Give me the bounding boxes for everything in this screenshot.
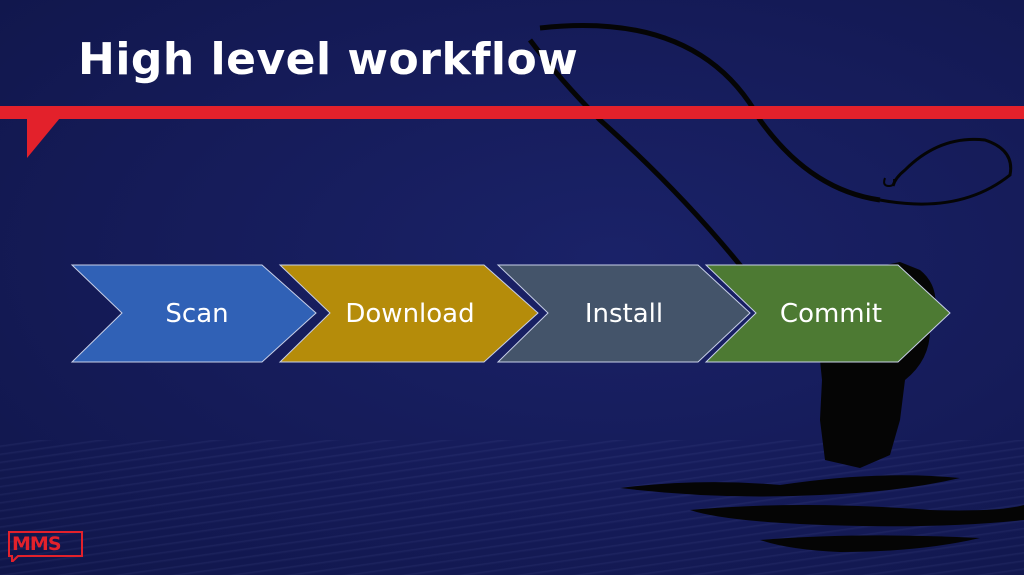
- title-bar-tab: [27, 118, 60, 158]
- chevron-install: [496, 264, 751, 363]
- chevron-scan: [70, 264, 317, 363]
- mms-logo: [8, 531, 83, 562]
- chevron-commit: [704, 264, 951, 363]
- slide-title: High level workflow: [78, 34, 579, 85]
- step-label-scan: Scan: [165, 299, 229, 329]
- mms-logo-text: MMS: [12, 533, 62, 555]
- step-label-install: Install: [584, 299, 664, 329]
- step-label-commit: Commit: [779, 299, 883, 329]
- title-underline-bar: [0, 106, 1024, 119]
- chevron-download: [278, 264, 539, 363]
- step-label-download: Download: [345, 299, 475, 329]
